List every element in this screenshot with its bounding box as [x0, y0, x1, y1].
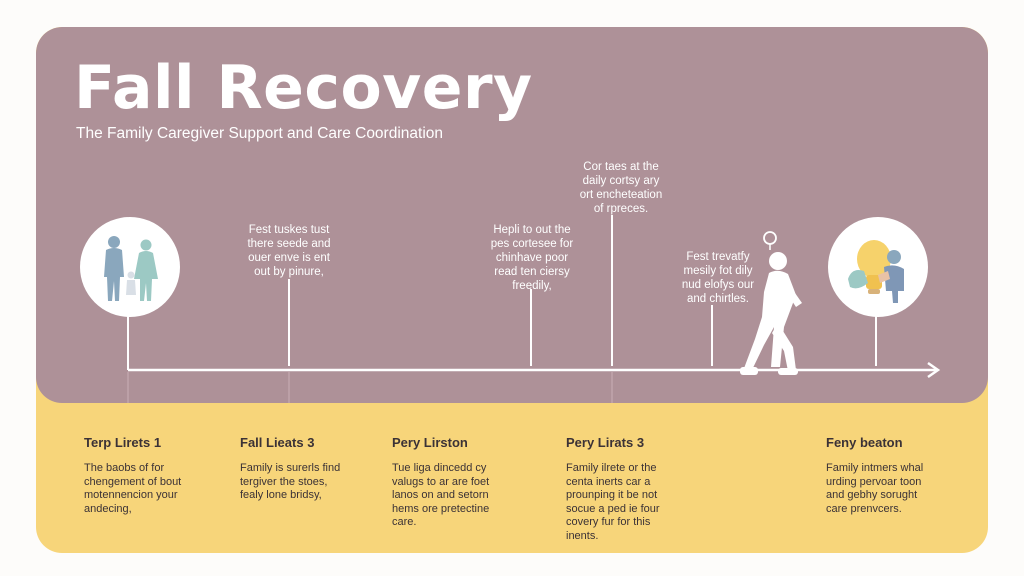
phase-body-5: Family intmers whal urding pervoar toon …	[826, 462, 924, 515]
phase-body-2: Family is surerls find tergiver the stoe…	[240, 462, 341, 501]
family-icon	[104, 236, 158, 301]
phase-body-1: The baobs of for chengement of bout mote…	[84, 462, 182, 515]
support-circle	[828, 217, 928, 317]
page-subtitle: The Family Caregiver Support and Care Co…	[76, 125, 444, 142]
timeline-note-4: Fest trevatfy mesily fot dily nud elofys…	[681, 251, 755, 305]
timeline-note-3: Cor taes at the daily cortsy ary ort enc…	[579, 161, 663, 215]
phase-heading-5: Feny beaton	[826, 435, 903, 450]
phase-heading-1: Terp Lirets 1	[84, 435, 162, 450]
phase-column-3: Pery Lirston Tue liga dincedd cy valugs …	[392, 435, 562, 530]
phase-heading-3: Pery Lirston	[392, 435, 468, 450]
phase-body-4: Family ilrete or the centa inerts car a …	[566, 462, 660, 542]
phase-heading-2: Fall Lieats 3	[240, 435, 315, 450]
infographic-card: Fall Recovery The Family Caregiver Suppo…	[36, 27, 988, 553]
header-panel: Fall Recovery The Family Caregiver Suppo…	[36, 27, 988, 403]
phase-heading-4: Pery Lirats 3	[566, 435, 645, 450]
timeline-arrowhead	[927, 361, 941, 379]
phase-column-2: Fall Lieats 3 Family is surerls find ter…	[240, 435, 410, 503]
timeline-note-1: Fest tuskes tust there seede and ouer en…	[247, 224, 331, 278]
phase-column-4: Pery Lirats 3 Family ilrete or the centa…	[566, 435, 736, 543]
lightbulb-helping-hands-icon	[848, 240, 904, 303]
walking-person-icon	[740, 231, 802, 375]
phase-column-1: Terp Lirets 1 The baobs of for chengemen…	[84, 435, 254, 516]
timeline-note-2: Hepli to out the pes cortesee for chinha…	[490, 224, 574, 292]
timeline	[127, 215, 941, 403]
page-title: Fall Recovery	[74, 53, 533, 123]
family-circle	[80, 217, 180, 317]
phase-body-3: Tue liga dincedd cy valugs to ar are foe…	[392, 462, 490, 528]
phase-column-5: Feny beaton Family intmers whal urding p…	[826, 435, 988, 516]
